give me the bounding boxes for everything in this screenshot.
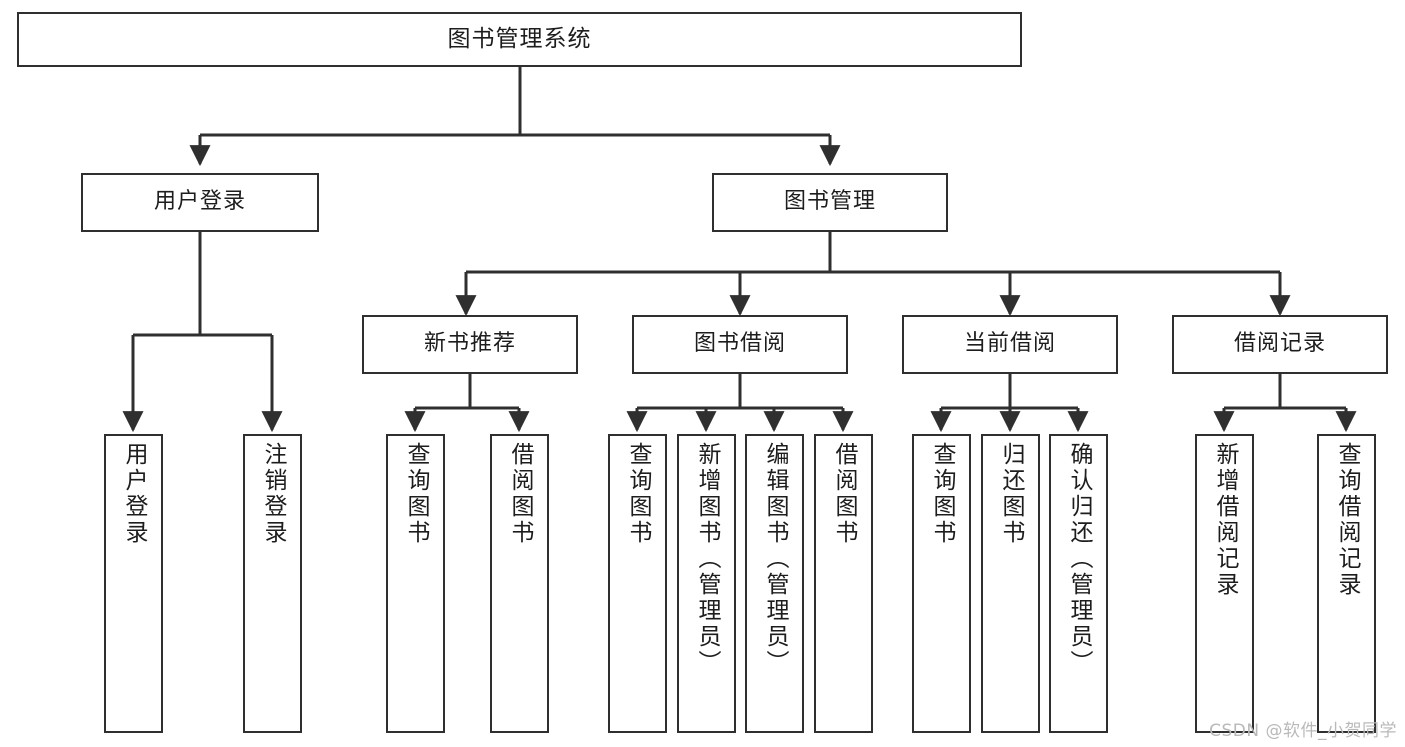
node-label: 图书管理系统: [447, 25, 592, 52]
leaf-new-book-query-book[interactable]: 查询图书: [386, 434, 445, 733]
leaf-book-borrow-edit-book-admin[interactable]: 编辑图书（管理员）: [745, 434, 804, 733]
node-borrow-record[interactable]: 借阅记录: [1172, 315, 1388, 374]
node-label: 借阅记录: [1233, 331, 1326, 357]
node-label: 查询借阅记录: [1334, 442, 1360, 598]
node-label: 图书借阅: [693, 331, 786, 357]
node-label: 新增图书（管理员）: [694, 442, 720, 676]
node-new-book-recommend[interactable]: 新书推荐: [362, 315, 578, 374]
leaf-current-borrow-confirm-return-admin[interactable]: 确认归还（管理员）: [1049, 434, 1108, 733]
node-label: 新书推荐: [423, 331, 516, 357]
leaf-current-borrow-query-book[interactable]: 查询图书: [912, 434, 971, 733]
node-label: 归还图书: [998, 442, 1024, 546]
leaf-user-login-login[interactable]: 用户登录: [104, 434, 163, 733]
node-current-borrow[interactable]: 当前借阅: [902, 315, 1118, 374]
leaf-borrow-record-add-record[interactable]: 新增借阅记录: [1195, 434, 1254, 733]
node-root-book-management-system[interactable]: 图书管理系统: [17, 12, 1022, 67]
node-book-management[interactable]: 图书管理: [712, 173, 948, 232]
node-label: 用户登录: [153, 189, 246, 215]
node-label: 查询图书: [625, 442, 651, 546]
node-label: 确认归还（管理员）: [1066, 442, 1092, 676]
node-label: 借阅图书: [507, 442, 533, 546]
node-label: 查询图书: [403, 442, 429, 546]
node-label: 当前借阅: [963, 331, 1056, 357]
leaf-book-borrow-query-book[interactable]: 查询图书: [608, 434, 667, 733]
node-label: 用户登录: [121, 442, 147, 546]
leaf-borrow-record-query-record[interactable]: 查询借阅记录: [1317, 434, 1376, 733]
node-label: 查询图书: [929, 442, 955, 546]
node-label: 编辑图书（管理员）: [762, 442, 788, 676]
node-label: 新增借阅记录: [1212, 442, 1238, 598]
leaf-book-borrow-borrow-book[interactable]: 借阅图书: [814, 434, 873, 733]
leaf-current-borrow-return-book[interactable]: 归还图书: [981, 434, 1040, 733]
node-book-borrow[interactable]: 图书借阅: [632, 315, 848, 374]
node-user-login[interactable]: 用户登录: [81, 173, 319, 232]
leaf-new-book-borrow-book[interactable]: 借阅图书: [490, 434, 549, 733]
node-label: 借阅图书: [831, 442, 857, 546]
node-label: 图书管理: [783, 189, 876, 215]
leaf-user-login-logout[interactable]: 注销登录: [243, 434, 302, 733]
leaf-book-borrow-add-book-admin[interactable]: 新增图书（管理员）: [677, 434, 736, 733]
node-label: 注销登录: [260, 442, 286, 546]
